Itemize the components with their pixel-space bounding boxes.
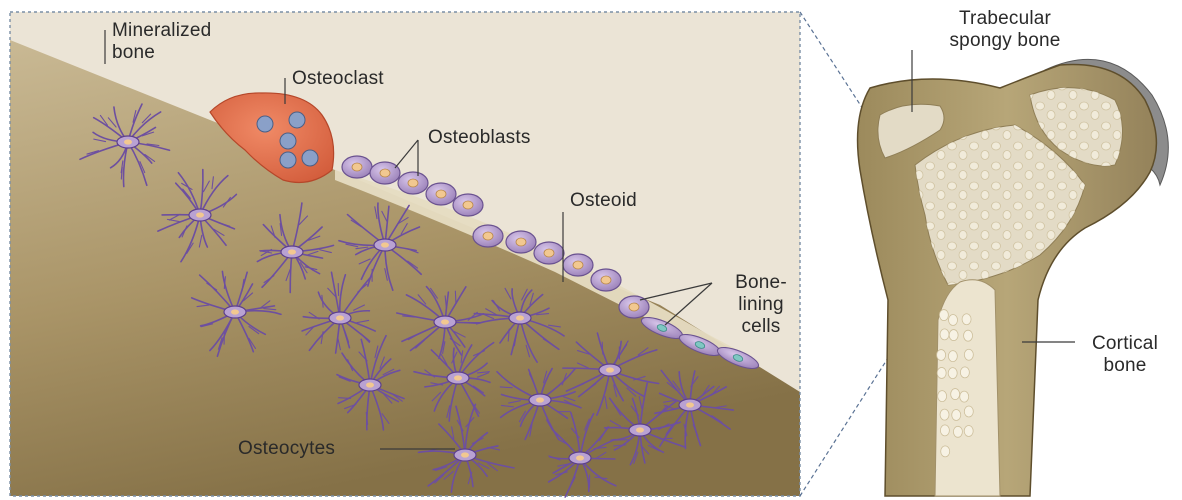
marrow-spot <box>951 389 960 400</box>
label-mineralized-bone-line2: bone <box>112 42 211 64</box>
label-bone-lining-line2: lining <box>716 294 806 316</box>
marrow-spot <box>964 330 973 341</box>
osteoblast <box>563 254 593 276</box>
osteoblast <box>370 162 400 184</box>
osteoclast-nucleus <box>280 133 296 149</box>
label-trabecular-spongy-bone: Trabecular spongy bone <box>920 8 1090 52</box>
marrow-spot <box>949 330 958 341</box>
osteoblast <box>398 172 428 194</box>
label-mineralized-bone: Mineralized bone <box>112 20 211 64</box>
label-trabecular-line1: Trabecular <box>920 8 1090 30</box>
marrow-spot <box>960 367 969 378</box>
osteoblast <box>506 231 536 253</box>
label-osteocytes: Osteocytes <box>238 438 335 460</box>
osteoblast <box>342 156 372 178</box>
marrow-spot <box>964 349 973 360</box>
label-osteoclast: Osteoclast <box>292 68 384 90</box>
bone-cross-section <box>858 50 1169 496</box>
osteoblast <box>591 269 621 291</box>
marrow-spot <box>940 425 949 436</box>
osteoblast <box>473 225 503 247</box>
label-trabecular-line2: spongy bone <box>920 30 1090 52</box>
label-bone-lining-line3: cells <box>716 316 806 338</box>
osteoblast <box>453 194 483 216</box>
zoomed-bone-surface-panel <box>10 12 800 496</box>
marrow-spot <box>962 314 971 325</box>
label-cortical-bone: Cortical bone <box>1080 333 1170 377</box>
marrow-spot <box>937 367 946 378</box>
marrow-spot <box>937 350 946 361</box>
marrow-spot <box>948 351 957 362</box>
marrow-spot <box>948 368 957 379</box>
marrow-spot <box>940 329 949 340</box>
osteoclast-nucleus <box>257 116 273 132</box>
marrow-spot <box>964 425 973 436</box>
marrow-spot <box>938 391 947 402</box>
label-bone-lining-cells: Bone- lining cells <box>716 272 806 338</box>
label-osteoid: Osteoid <box>570 190 637 212</box>
label-mineralized-bone-line1: Mineralized <box>112 20 211 42</box>
label-cortical-line2: bone <box>1080 355 1170 377</box>
marrow-spot <box>953 426 962 437</box>
osteoblast <box>534 242 564 264</box>
marrow-spot <box>964 406 973 417</box>
marrow-spot <box>949 314 958 325</box>
marrow-spot <box>939 310 948 321</box>
osteoblast <box>426 183 456 205</box>
marrow-spot <box>952 409 961 420</box>
osteoclast-nucleus <box>289 112 305 128</box>
marrow-spot <box>941 446 950 457</box>
label-bone-lining-line1: Bone- <box>716 272 806 294</box>
marrow-spot <box>960 391 969 402</box>
label-osteoblasts: Osteoblasts <box>428 127 531 149</box>
osteoclast-nucleus <box>280 152 296 168</box>
label-cortical-line1: Cortical <box>1080 333 1170 355</box>
marrow-spot <box>940 409 949 420</box>
osteoclast-nucleus <box>302 150 318 166</box>
